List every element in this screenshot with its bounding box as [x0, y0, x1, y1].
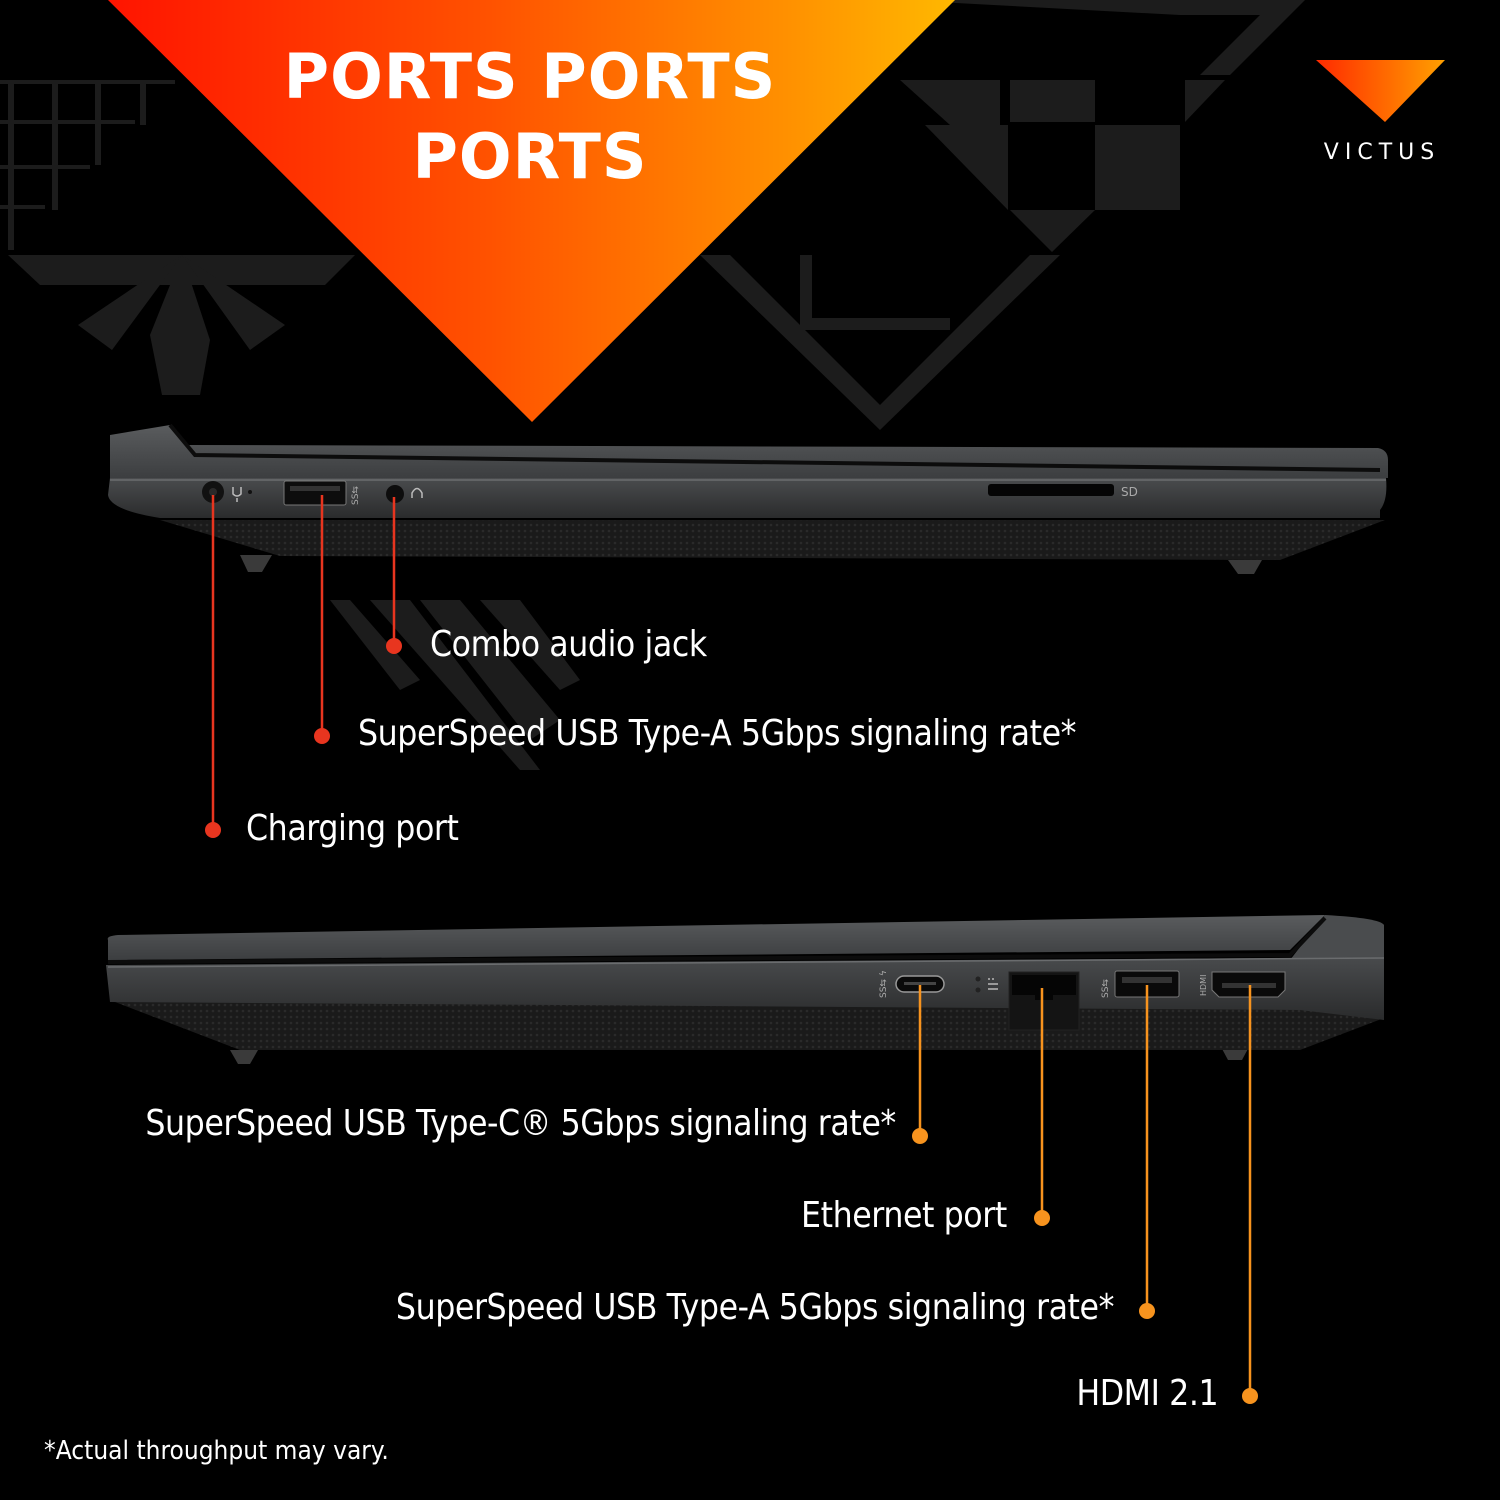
sd-slot-label: SD	[1121, 485, 1138, 499]
label-ethernet-port: Ethernet port	[801, 1195, 1007, 1236]
hdmi-icon: HDMI	[1199, 975, 1208, 996]
headset-icon	[411, 487, 423, 498]
label-charging-port: Charging port	[246, 808, 459, 849]
victus-v-logo-icon	[1316, 60, 1445, 122]
audio-jack-graphic	[386, 485, 404, 503]
ss-usb-icon: SS⇆	[1101, 979, 1111, 998]
label-usb-a-left: SuperSpeed USB Type-A 5Gbps signaling ra…	[358, 713, 1077, 754]
background-pattern	[0, 0, 1305, 770]
callouts-left	[205, 495, 402, 838]
label-usb-a-right: SuperSpeed USB Type-A 5Gbps signaling ra…	[395, 1287, 1115, 1328]
ss-usb-icon: SS⇆ ϟ	[879, 970, 889, 998]
headline-line-1: PORTS PORTS	[283, 40, 777, 113]
brand-name: VICTUS	[1323, 140, 1441, 165]
label-usb-c: SuperSpeed USB Type-C® 5Gbps signaling r…	[145, 1103, 897, 1144]
laptop-right-side: SS⇆ ϟ SS⇆ HDMI	[106, 915, 1385, 1064]
callouts-right	[912, 985, 1258, 1404]
ss-usb-icon: SS⇆	[351, 486, 361, 505]
power-plug-icon	[232, 487, 242, 502]
headline-line-2: PORTS	[412, 120, 648, 193]
sd-card-slot	[988, 484, 1114, 496]
footnote: *Actual throughput may vary.	[44, 1436, 389, 1466]
usb-a-port-graphic	[283, 480, 347, 506]
headline-triangle	[108, 0, 955, 422]
network-icon	[988, 978, 998, 990]
label-hdmi: HDMI 2.1	[1076, 1373, 1218, 1414]
label-combo-audio-jack: Combo audio jack	[430, 624, 707, 665]
laptop-left-side: SS⇆	[108, 423, 1388, 574]
